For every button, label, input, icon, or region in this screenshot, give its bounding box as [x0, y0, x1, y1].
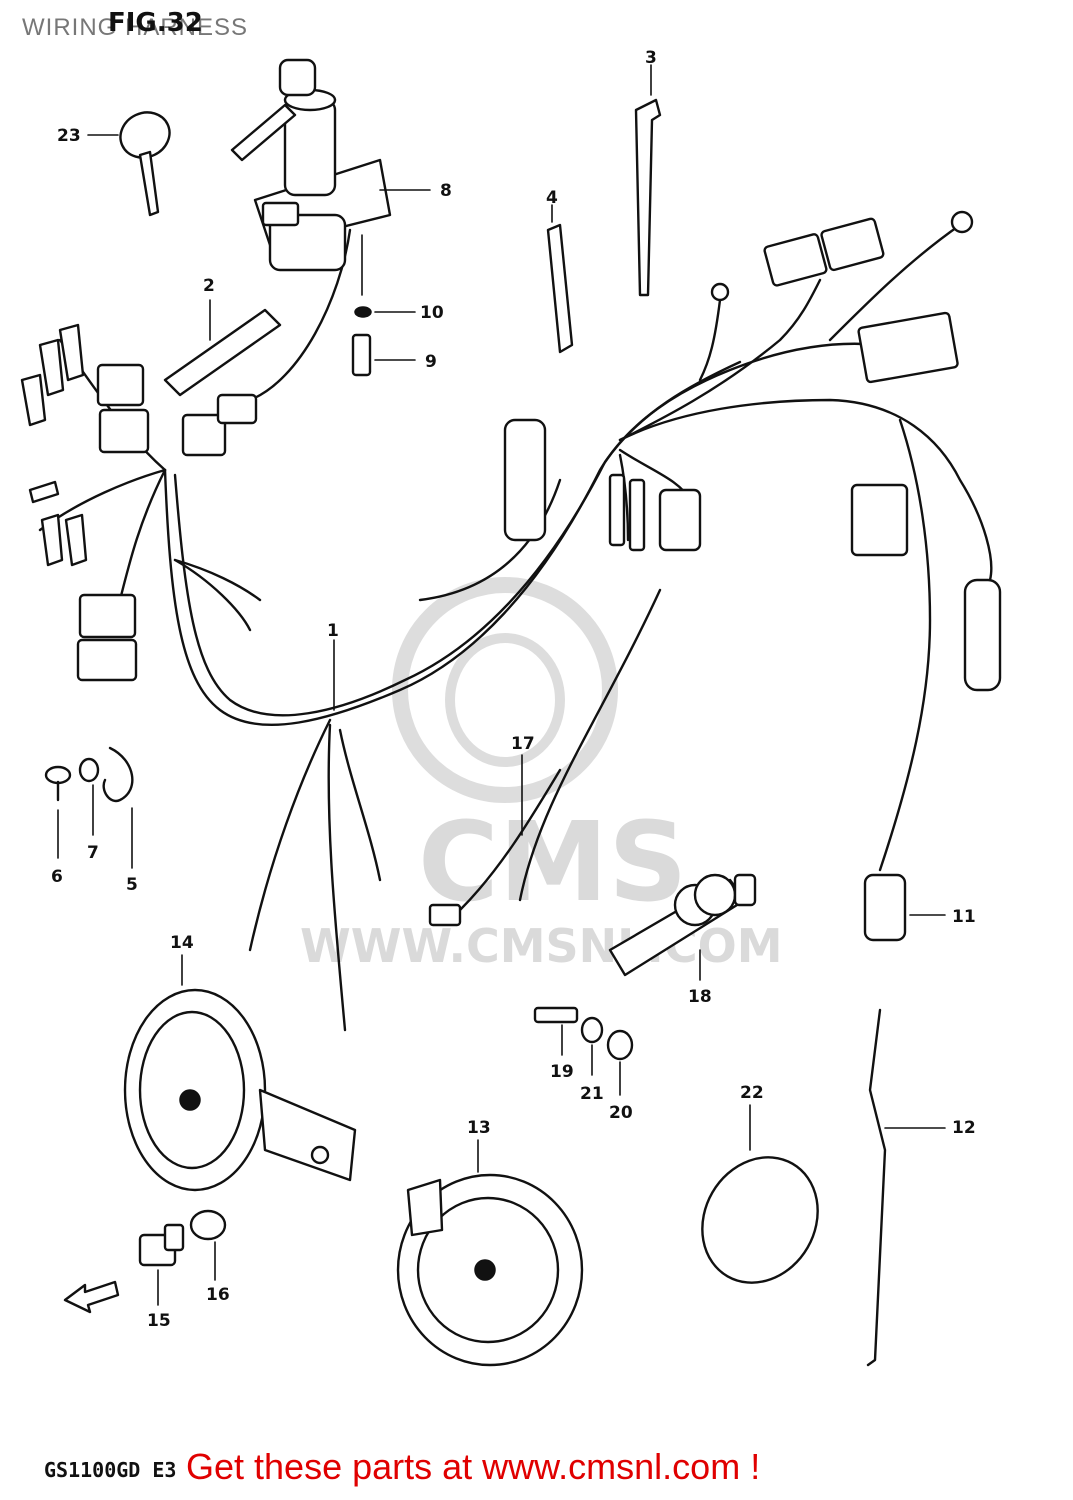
rear-brake-switch	[533, 873, 757, 1096]
callout-9: 9	[425, 352, 437, 372]
callout-18: 18	[688, 987, 712, 1007]
callout-22: 22	[740, 1083, 764, 1103]
earth-lead	[428, 754, 562, 927]
horn-right	[396, 1139, 584, 1367]
ignition-bolt	[351, 234, 416, 377]
callout-2: 2	[203, 276, 215, 296]
small-clip-parts	[44, 746, 134, 869]
figure-label: FIG.32	[108, 8, 203, 38]
callout-16: 16	[206, 1285, 230, 1305]
promo-link[interactable]: Get these parts at www.cmsnl.com !	[186, 1446, 761, 1487]
page-title: WIRING HARNESS	[22, 14, 249, 41]
brake-switch-spring	[866, 1008, 946, 1367]
callout-13: 13	[467, 1118, 491, 1138]
callout-17: 17	[511, 734, 535, 754]
callout-10: 10	[420, 303, 444, 323]
callout-15: 15	[147, 1311, 171, 1331]
callout-12: 12	[952, 1118, 976, 1138]
callout-21: 21	[580, 1084, 604, 1104]
clamp-plate	[163, 299, 282, 397]
horn-left	[123, 954, 357, 1192]
callout-4: 4	[546, 188, 558, 208]
callout-14: 14	[170, 933, 194, 953]
callout-3: 3	[645, 48, 657, 68]
callout-23: 23	[57, 126, 81, 146]
reflector	[701, 1104, 819, 1284]
watermark-brand: CMS	[418, 798, 687, 926]
model-code: GS1100GD E3	[44, 1458, 177, 1482]
wire-clamp	[546, 204, 574, 354]
callout-7: 7	[87, 843, 99, 863]
callout-20: 20	[609, 1103, 633, 1123]
watermark-url: WWW.CMSNL.COM	[300, 919, 783, 973]
callout-8: 8	[440, 181, 452, 201]
callout-6: 6	[51, 867, 63, 887]
left-connector-cluster	[20, 323, 258, 682]
front-arrow-icon	[63, 1280, 120, 1314]
ignition-switch	[230, 58, 431, 272]
ignition-key	[87, 111, 171, 217]
callout-5: 5	[126, 875, 138, 895]
callout-numbers: 1 2 3 4 5 6 7 8 9 10 11 12 13 14 15 16 1…	[51, 48, 976, 1331]
right-connectors	[503, 210, 974, 557]
cable-band	[634, 64, 662, 297]
callout-19: 19	[550, 1062, 574, 1082]
callout-11: 11	[952, 907, 976, 927]
watermark: CMS WWW.CMSNL.COM	[300, 577, 783, 973]
callout-1: 1	[327, 621, 339, 641]
front-brake-switch	[863, 578, 1002, 942]
horn-bolt	[138, 1209, 227, 1306]
